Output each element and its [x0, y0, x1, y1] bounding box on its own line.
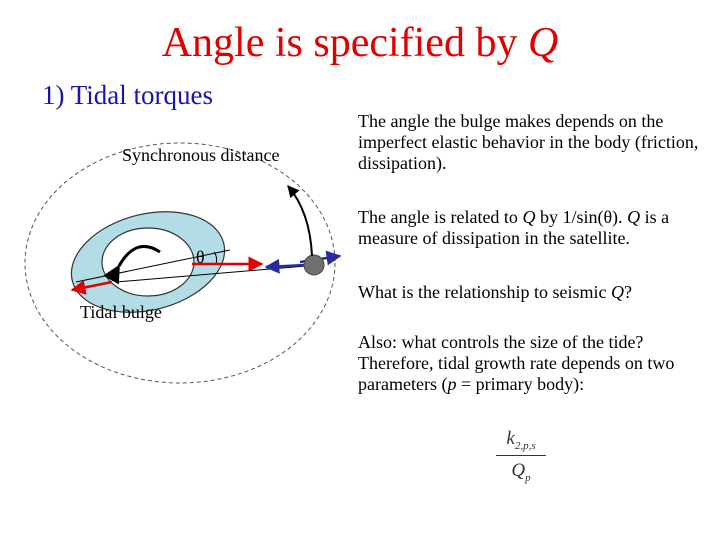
paragraph-bulge-angle: The angle the bulge makes depends on the…	[358, 111, 699, 173]
paragraph-seismic-q: What is the relationship to seismic Q?	[358, 282, 708, 303]
formula-k-subscript: 2,p,s	[514, 439, 536, 452]
tidal-bulge-label: Tidal bulge	[80, 302, 162, 322]
p3-q: Q	[610, 282, 624, 302]
p2-q2: Q	[627, 207, 641, 227]
red-force-arrow-left	[70, 279, 113, 295]
title-text: Angle is specified by	[161, 20, 528, 66]
blue-force-arrow-left	[264, 258, 306, 274]
formula-denominator: Qp	[496, 456, 546, 484]
satellite-line	[115, 264, 319, 283]
p2-text-c: is a measure of dissipation in the satel…	[358, 207, 670, 248]
formula-q: Q	[511, 459, 526, 481]
satellite	[303, 254, 325, 276]
primary-body	[101, 227, 195, 297]
p4-text-a: Also: what controls the size of the tide…	[358, 332, 675, 394]
p2-text-a: The angle is related to	[358, 207, 523, 227]
rotation-arrow	[103, 244, 161, 285]
tidal-growth-formula: k2,p,s Qp	[496, 428, 546, 484]
p2-q1: Q	[522, 207, 536, 227]
section-heading: 1) Tidal torques	[42, 80, 214, 110]
p3-text-b: ?	[623, 282, 632, 302]
theta-label: θ	[196, 247, 205, 267]
slide-title: Angle is specified by Q	[0, 20, 720, 66]
orbital-motion-arrow	[287, 185, 313, 257]
paragraph-q-relation: The angle is related to Q by 1/sin(θ). Q…	[358, 207, 708, 249]
synchronous-distance-label: Synchronous distance	[122, 145, 280, 165]
p3-text-a: What is the relationship to seismic	[358, 282, 611, 302]
formula-k: k	[506, 428, 515, 449]
p2-text-b: by 1/sin(θ).	[535, 207, 628, 227]
title-q: Q	[527, 20, 559, 66]
formula-q-subscript: p	[525, 471, 531, 484]
p4-text-b: = primary body):	[456, 374, 585, 394]
bulge-axis	[75, 249, 231, 283]
paragraph-tide-size: Also: what controls the size of the tide…	[358, 332, 708, 395]
p4-p: p	[447, 374, 457, 394]
formula-numerator: k2,p,s	[496, 428, 546, 456]
